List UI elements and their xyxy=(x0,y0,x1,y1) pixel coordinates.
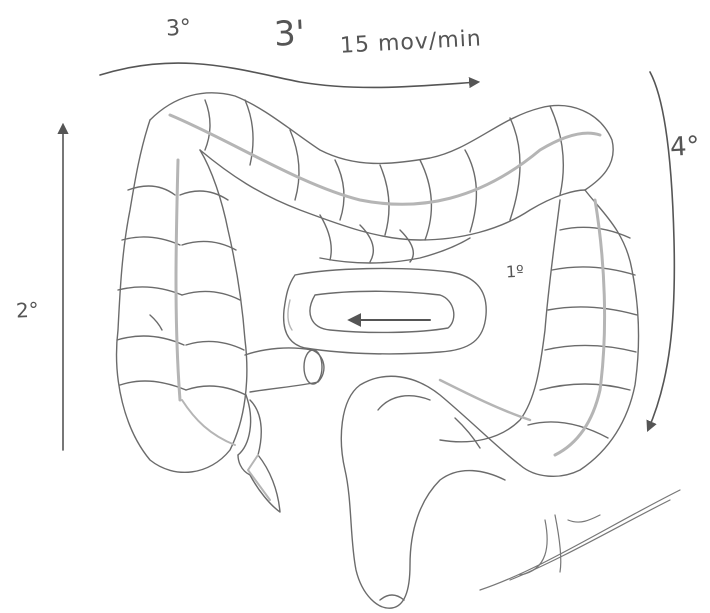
signature-mark xyxy=(480,490,680,590)
transverse-colon xyxy=(150,93,613,263)
label-step-2: 2° xyxy=(15,297,39,322)
label-step-1: 1º xyxy=(506,262,525,282)
sigmoid-rectum xyxy=(341,376,530,608)
arrow-transverse xyxy=(100,63,478,87)
ascending-colon xyxy=(117,120,247,472)
ileum-stump xyxy=(238,348,324,512)
arrow-descending xyxy=(648,72,674,430)
label-step-4: 4° xyxy=(669,131,700,163)
small-intestine-spiral xyxy=(284,268,487,353)
label-step-3: 3° xyxy=(165,15,191,41)
label-step-3-prime: 3' xyxy=(273,13,306,55)
